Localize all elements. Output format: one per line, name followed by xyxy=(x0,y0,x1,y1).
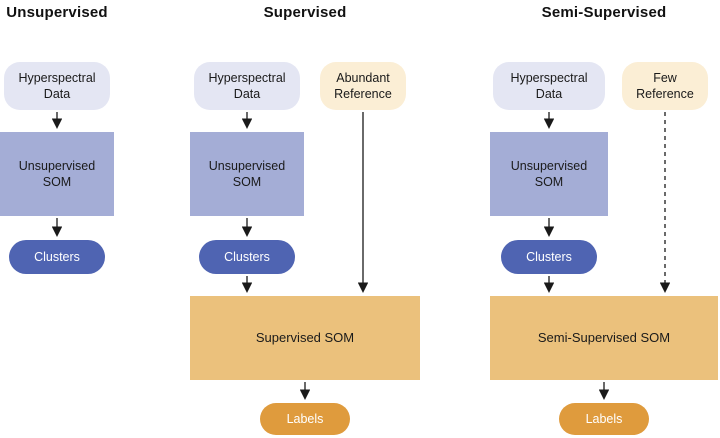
node-abundant-reference: Abundant Reference xyxy=(320,62,406,110)
column-title-unsupervised: Unsupervised xyxy=(6,4,108,21)
node-supervised-som: Supervised SOM xyxy=(190,296,420,380)
node-semi-supervised-som: Semi-Supervised SOM xyxy=(490,296,718,380)
node-clusters-1: Clusters xyxy=(9,240,105,274)
node-hyperspectral-data-3: Hyperspectral Data xyxy=(493,62,605,110)
node-hyperspectral-data-1: Hyperspectral Data xyxy=(4,62,110,110)
column-title-semi-supervised: Semi-Supervised xyxy=(541,4,667,21)
node-unsupervised-som-1: Unsupervised SOM xyxy=(0,132,114,216)
node-clusters-2: Clusters xyxy=(199,240,295,274)
node-unsupervised-som-2: Unsupervised SOM xyxy=(190,132,304,216)
node-hyperspectral-data-2: Hyperspectral Data xyxy=(194,62,300,110)
node-labels-semi-supervised: Labels xyxy=(559,403,649,435)
node-unsupervised-som-3: Unsupervised SOM xyxy=(490,132,608,216)
node-labels-supervised: Labels xyxy=(260,403,350,435)
node-clusters-3: Clusters xyxy=(501,240,597,274)
node-few-reference: Few Reference xyxy=(622,62,708,110)
column-title-supervised: Supervised xyxy=(263,4,347,21)
